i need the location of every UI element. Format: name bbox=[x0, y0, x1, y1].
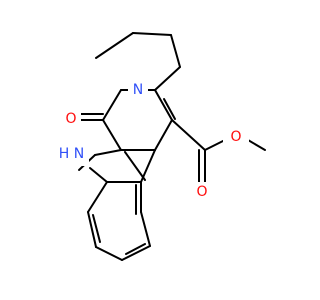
bond bbox=[95, 32, 134, 59]
atom-label-O1: O bbox=[65, 111, 76, 127]
bond bbox=[247, 139, 266, 151]
bond bbox=[102, 89, 122, 121]
bond bbox=[89, 167, 108, 183]
bond bbox=[121, 245, 151, 261]
bond bbox=[154, 119, 173, 151]
bond bbox=[92, 214, 101, 243]
atom-label-N: N bbox=[74, 146, 84, 162]
bond bbox=[102, 119, 122, 151]
bond-layer bbox=[78, 32, 266, 261]
atom-label-O2: O bbox=[230, 129, 241, 145]
molecule-structure: O N H N O O bbox=[55, 32, 266, 261]
bond bbox=[132, 32, 172, 36]
bond bbox=[171, 119, 206, 151]
bond bbox=[87, 211, 97, 248]
atom-layer: O N H N O O bbox=[55, 81, 249, 202]
bond bbox=[170, 34, 181, 68]
atom-label-O3: O bbox=[196, 184, 207, 200]
atom-label-H: H bbox=[59, 146, 70, 162]
bond bbox=[154, 89, 173, 121]
bond bbox=[95, 246, 123, 261]
bond bbox=[163, 98, 176, 120]
atom-label-N1: N bbox=[133, 82, 143, 98]
bond bbox=[124, 151, 146, 181]
bond bbox=[204, 139, 226, 151]
bond bbox=[94, 149, 122, 156]
bond bbox=[87, 181, 108, 213]
bond bbox=[140, 211, 151, 247]
bond bbox=[154, 66, 181, 91]
bond bbox=[125, 243, 146, 255]
